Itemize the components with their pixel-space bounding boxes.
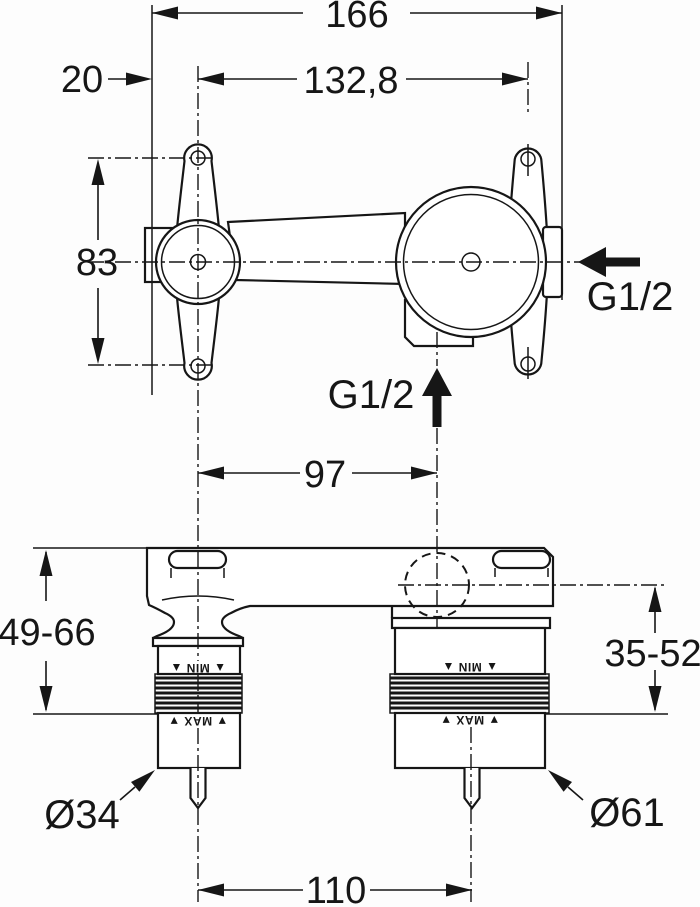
dia-left-callout: Ø34 — [44, 770, 155, 837]
right-top-slot — [491, 549, 552, 570]
dim-outlet-offset-label: 97 — [304, 454, 346, 496]
bottom-inlet-arrow-icon — [422, 368, 452, 396]
dim-edge-offset: 20 — [61, 59, 152, 101]
front-view — [145, 546, 555, 810]
dim-mount-depth-right-label: 35-52 — [604, 633, 700, 675]
centerlines — [88, 62, 668, 902]
right-collar — [390, 616, 552, 630]
right-pin — [463, 768, 481, 810]
dim-flange-height-label: 83 — [76, 242, 118, 284]
left-slot-ticks — [170, 568, 225, 578]
side-inlet-arrow-icon — [578, 247, 606, 277]
dim-overall-width-label: 166 — [325, 0, 388, 36]
side-inlet-callout: G1/2 — [578, 247, 673, 319]
dim-hole-spacing: 132,8 — [198, 60, 528, 102]
dia-left-label: Ø34 — [44, 793, 120, 837]
dim-flange-height: 83 — [76, 159, 118, 364]
dia-right-label: Ø61 — [589, 791, 665, 835]
min-marking-left: ▲ MIN ▲ — [170, 661, 226, 675]
bottom-inlet-label: G1/2 — [328, 373, 415, 417]
dim-edge-offset-label: 20 — [61, 59, 103, 101]
right-thread — [389, 673, 550, 714]
dia-right-callout: Ø61 — [548, 770, 665, 835]
right-slot-ticks — [494, 568, 549, 577]
left-neck-curve — [161, 595, 235, 601]
min-marking-right: ▲ MIN ▲ — [442, 660, 498, 674]
extension-lines — [33, 5, 668, 715]
dim-outlet-offset: 97 — [198, 454, 437, 496]
right-lower-cylinder — [393, 711, 547, 770]
right-upper-cylinder — [393, 626, 547, 676]
bottom-inlet-callout: G1/2 — [328, 368, 452, 427]
connecting-arm — [226, 211, 407, 286]
dim-mount-depth-left: 49-66 — [0, 550, 96, 712]
side-inlet-label: G1/2 — [587, 275, 674, 319]
dim-mount-depth-left-label: 49-66 — [0, 612, 96, 654]
dim-hole-spacing-label: 132,8 — [303, 60, 398, 102]
dim-overall-width: 166 — [152, 0, 562, 36]
dim-mount-depth-right: 35-52 — [604, 586, 700, 712]
dim-center-distance-label: 110 — [306, 870, 367, 907]
depth-markings: ▲ MIN ▲ ▲ MIN ▲ ▼ MAX ▼ ▼ MAX ▼ — [168, 660, 501, 728]
max-marking-left: ▼ MAX ▼ — [168, 714, 229, 728]
dim-center-distance: 110 — [198, 870, 472, 907]
max-marking-right: ▼ MAX ▼ — [440, 713, 501, 727]
